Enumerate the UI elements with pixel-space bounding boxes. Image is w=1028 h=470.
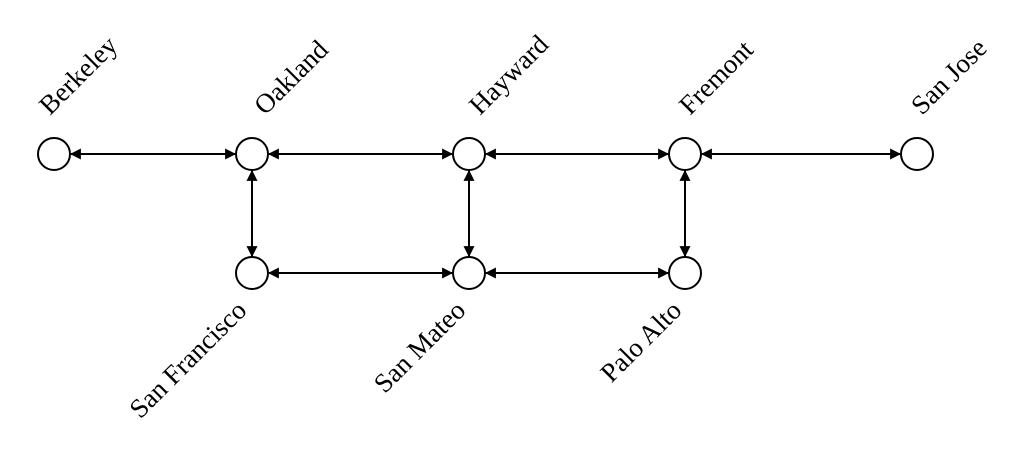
edges-layer <box>69 148 902 279</box>
node-san-francisco <box>235 256 269 290</box>
node-san-mateo <box>452 256 486 290</box>
node-fremont <box>668 137 702 171</box>
node-hayward <box>452 137 486 171</box>
label-san-jose: San Jose <box>905 33 993 121</box>
node-san-jose <box>900 137 934 171</box>
labels-layer: Berkeley Oakland Hayward Fremont San JoseSan… <box>33 29 993 424</box>
label-fremont: Fremont <box>673 34 759 120</box>
nodes-layer <box>37 137 934 290</box>
node-berkeley <box>37 137 71 171</box>
label-oakland: Oakland <box>248 34 334 120</box>
label-hayward: Hayward <box>463 29 555 121</box>
label-berkeley: Berkeley <box>33 30 123 120</box>
node-palo-alto <box>668 256 702 290</box>
node-oakland <box>235 137 269 171</box>
label-san-francisco: San Francisco <box>123 295 252 424</box>
label-palo-alto: Palo Alto <box>594 295 687 388</box>
label-san-mateo: San Mateo <box>368 295 471 398</box>
